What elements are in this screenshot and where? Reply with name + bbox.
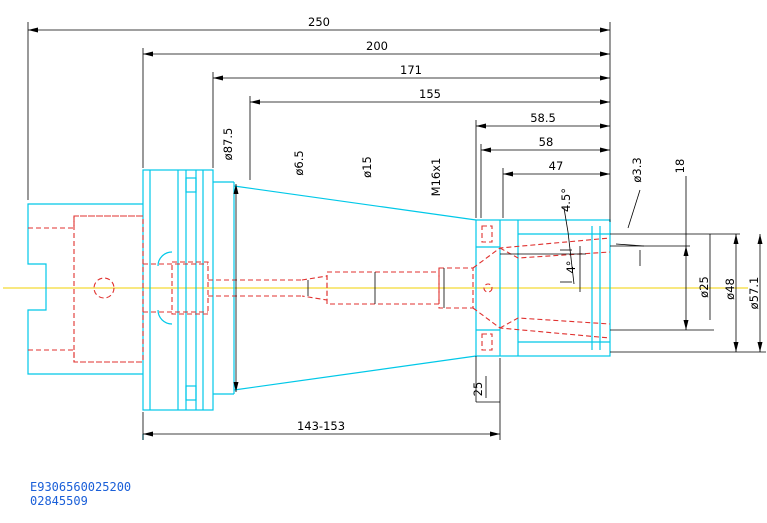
dim-143-153: 143-153 bbox=[297, 419, 345, 433]
dim-18: 18 bbox=[673, 159, 687, 174]
dim-25: 25 bbox=[471, 382, 485, 397]
part-code-1: E9306560025200 bbox=[30, 480, 132, 494]
dim-dia-15: ø15 bbox=[360, 156, 374, 178]
dim-dia-57-1: ø57.1 bbox=[747, 277, 761, 310]
dim-58: 58 bbox=[539, 135, 554, 149]
tool-holder-outline bbox=[27, 169, 611, 440]
dim-dia-6-5: ø6.5 bbox=[292, 150, 306, 175]
dim-47: 47 bbox=[549, 159, 564, 173]
dim-dia-48: ø48 bbox=[723, 278, 737, 300]
dimension-arrows bbox=[28, 27, 763, 437]
dim-200: 200 bbox=[366, 39, 388, 53]
dim-angle-4: 4° bbox=[564, 260, 578, 273]
dim-dia-25: ø25 bbox=[697, 276, 711, 298]
dim-dia-3-3: ø3.3 bbox=[630, 157, 644, 182]
part-code-2: 02845509 bbox=[30, 494, 88, 508]
dim-m16x1: M16x1 bbox=[429, 158, 443, 197]
dim-dia-87-5: ø87.5 bbox=[221, 128, 235, 161]
hidden-lines bbox=[28, 215, 611, 363]
dim-58-5: 58.5 bbox=[530, 111, 556, 125]
dim-155: 155 bbox=[419, 87, 441, 101]
part-codes: E9306560025200 02845509 bbox=[30, 480, 131, 508]
dim-250: 250 bbox=[308, 15, 330, 29]
dim-171: 171 bbox=[400, 63, 422, 77]
dim-angle-4-5: 4.5° bbox=[559, 188, 573, 212]
dimension-lines bbox=[27, 22, 766, 440]
